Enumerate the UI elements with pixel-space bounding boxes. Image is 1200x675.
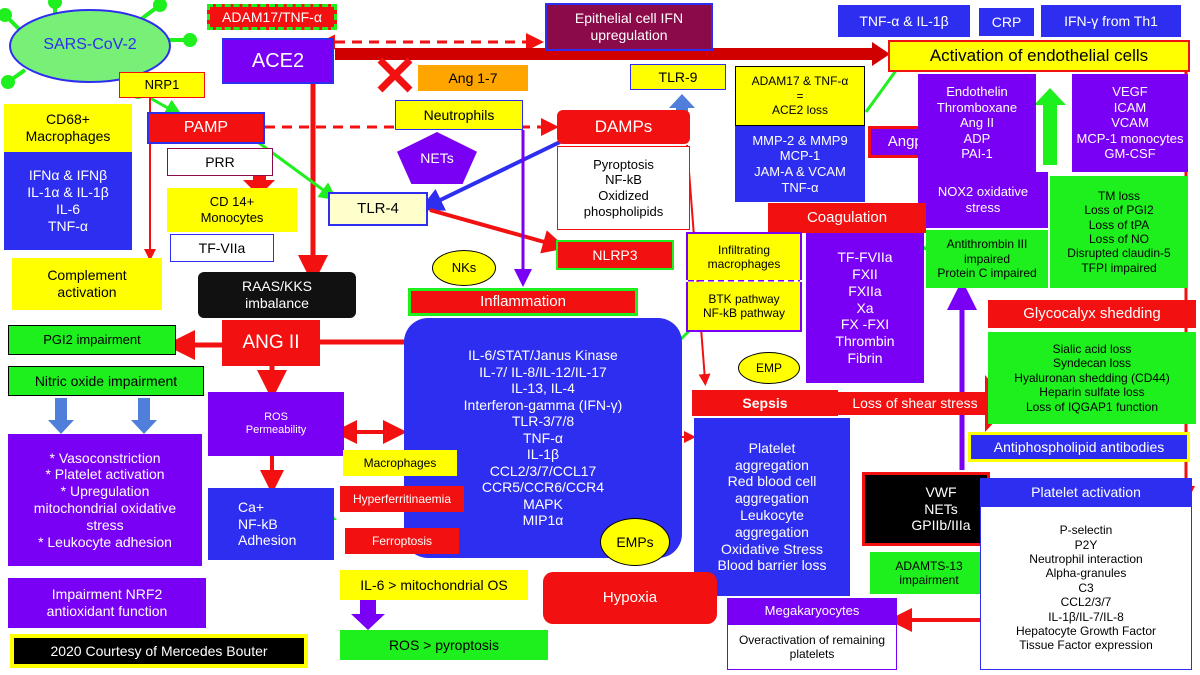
prr-box: PRR: [167, 148, 273, 176]
platelet-activation-box: Platelet activation: [980, 478, 1192, 506]
activation-endothelial-box: Activation of endothelial cells: [888, 40, 1190, 72]
nrp1-box: NRP1: [119, 72, 205, 98]
ang-ii-box: ANG II: [222, 320, 320, 366]
vasoconstriction-box: * Vasoconstriction* Platelet activation*…: [8, 434, 202, 566]
neutrophils-box: Neutrophils: [395, 100, 523, 130]
shear-stress-arrow: [835, 375, 1010, 432]
tnf-il1b-box: TNF-α & IL-1β: [838, 5, 970, 37]
nks-circle: NKs: [432, 250, 496, 286]
nlrp3-box: NLRP3: [556, 240, 674, 270]
glycocalyx-box: Glycocalyx shedding: [988, 300, 1196, 328]
macrophages-box: Macrophages: [343, 450, 457, 476]
damps-box: DAMPs: [557, 110, 690, 144]
tlr9-box: TLR-9: [630, 64, 726, 90]
red-x-mark: [377, 57, 413, 93]
crp-box: CRP: [979, 8, 1034, 36]
nitric-oxide-box: Nitric oxide impairment: [8, 366, 204, 396]
antiphospholipid-box: Antiphospholipid antibodies: [968, 432, 1190, 462]
cd68-box: CD68+Macrophages: [4, 104, 132, 152]
virus-body: [9, 9, 171, 83]
coagulation-box: Coagulation: [768, 203, 926, 233]
emp-circle: EMP: [738, 352, 800, 384]
adam-ace2-loss-box: ADAM17 & TNF-α=ACE2 loss: [735, 66, 865, 126]
inflammation-box: Inflammation: [408, 288, 638, 316]
il6-mito-box: IL-6 > mitochondrial OS: [340, 570, 528, 600]
ferroptosis-box: Ferroptosis: [345, 528, 459, 554]
tlr4-box: TLR-4: [328, 192, 428, 226]
cd14-box: CD 14+Monocytes: [167, 188, 297, 232]
hyperferritinaemia-box: Hyperferritinaemia: [340, 486, 464, 512]
tf7a-box: TF-VIIa: [170, 234, 274, 262]
big-red-arrow-top: [335, 42, 890, 66]
pgi2-box: PGI2 impairment: [8, 325, 176, 355]
pamp-box: PAMP: [147, 112, 265, 144]
hypoxia-box: Hypoxia: [543, 572, 717, 624]
megakaryocytes-box: Megakaryocytes: [727, 598, 897, 624]
ifng-th1-box: IFN-γ from Th1: [1041, 5, 1181, 37]
sepsis-box: Sepsis: [692, 390, 838, 416]
shear-stress-label: Loss of shear stress: [852, 395, 978, 412]
ang17-box: Ang 1-7: [418, 65, 528, 91]
courtesy-footer: 2020 Courtesy of Mercedes Bouter: [10, 634, 308, 668]
ros-pyroptosis-box: ROS > pyroptosis: [340, 630, 548, 660]
emps-circle: EMPs: [600, 518, 670, 566]
adam17-tnf-box: ADAM17/TNF-α: [207, 4, 337, 30]
ace2-box: ACE2: [222, 38, 334, 84]
sars-cov-2-label: SARS-CoV-2: [43, 36, 137, 54]
